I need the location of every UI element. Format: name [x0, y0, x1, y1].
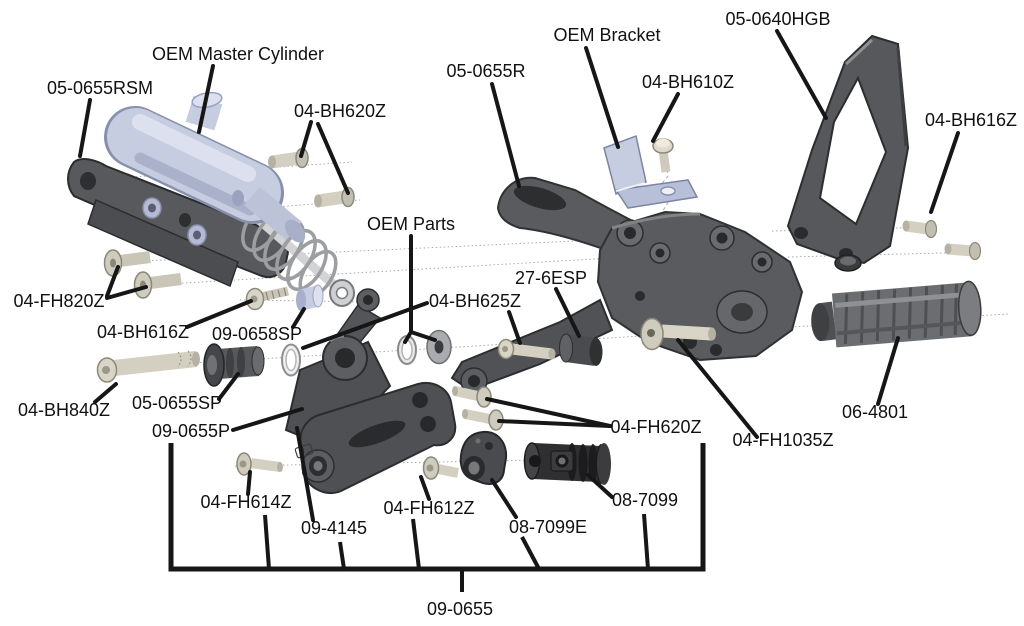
group-bracket-tick: [338, 541, 346, 570]
part-label-bh616z-left: 04-BH616Z: [97, 322, 189, 342]
bh620z-bolts: [268, 147, 355, 208]
part-label-bh616z-right: 04-BH616Z: [925, 110, 1017, 130]
fh614z-screw: [236, 452, 283, 476]
leader-line: [291, 307, 306, 329]
part-label-fh612z: 04-FH612Z: [383, 498, 474, 518]
rsm-bracket-part: [67, 158, 290, 288]
leader-line: [490, 82, 521, 188]
fh1035z-bolt: [640, 317, 716, 351]
part-label-esp-spacer: 27-6ESP: [515, 268, 587, 288]
fh612z-screw: [422, 456, 459, 480]
leader-line: [197, 64, 215, 134]
part-label-oem-parts: OEM Parts: [367, 214, 455, 234]
bh840z-bolt: [96, 350, 200, 383]
leader-line: [185, 299, 253, 329]
esp-spacer-part: [559, 333, 603, 366]
leader-line: [485, 397, 612, 428]
group-bracket-tick: [520, 536, 541, 570]
spring-perch-bushing: [296, 284, 324, 311]
bh610z-bolt: [652, 138, 674, 173]
kit-group-bracket: [168, 443, 706, 592]
shift-flange-part: [459, 430, 508, 485]
leader-line: [775, 29, 828, 120]
part-label-rsm-bracket: 05-0655RSM: [47, 78, 153, 98]
part-label-shift-flange: 08-7099E: [509, 517, 587, 537]
leader-line: [246, 470, 252, 496]
part-label-foot-peg: 06-4801: [842, 402, 908, 422]
part-label-fh1035z: 04-FH1035Z: [732, 430, 833, 450]
leader-line: [409, 330, 437, 342]
leader-lines: [78, 29, 960, 522]
leader-line: [316, 122, 350, 195]
toe-peg-part: [523, 442, 611, 485]
bh616z-right-bolts: [902, 219, 982, 261]
part-label-toe-peg: 08-7099: [612, 490, 678, 510]
leader-line: [554, 287, 581, 338]
part-label-sp-spacer: 05-0655SP: [132, 393, 222, 413]
leader-line: [584, 46, 620, 149]
group-bracket-tick: [411, 518, 421, 570]
bh616z-left-screw: [245, 286, 289, 311]
leader-line: [217, 372, 240, 401]
oem-bracket-part: [603, 134, 699, 209]
leader-line: [651, 92, 680, 143]
leader-line: [231, 407, 304, 432]
leader-line: [78, 98, 92, 158]
part-label-brake-pedal: 09-0655P: [152, 421, 230, 441]
part-label-r-bracket: 05-0655R: [446, 61, 525, 81]
group-bracket-tick: [263, 514, 271, 570]
leader-line: [105, 265, 120, 298]
group-bracket-tick: [642, 513, 650, 570]
leader-line: [490, 478, 518, 519]
leader-line: [93, 382, 118, 404]
part-label-spring-perch: 09-0658SP: [212, 324, 302, 344]
leader-line: [299, 120, 313, 158]
leader-line: [301, 301, 429, 350]
part-label-fh820z: 04-FH820Z: [13, 291, 104, 311]
part-labels: OEM Master Cylinder 05-0655RSM 04-BH620Z 05…: [13, 9, 1017, 619]
group-bracket-outline: [168, 443, 706, 572]
leader-line: [105, 285, 148, 300]
part-label-bh620z: 04-BH620Z: [294, 101, 386, 121]
fh620z-bolts: [452, 386, 504, 431]
part-label-fh620z: 04-FH620Z: [610, 417, 701, 437]
leader-line: [676, 338, 759, 439]
part-label-oem-master-cylinder: OEM Master Cylinder: [152, 44, 324, 64]
part-label-bh625z: 04-BH625Z: [429, 291, 521, 311]
sp-spacer-part: [203, 343, 265, 387]
shift-arm-part: [294, 382, 457, 494]
heel-guard-part: [786, 34, 910, 265]
axis-line: [149, 254, 663, 286]
part-label-bh610z: 04-BH610Z: [642, 72, 734, 92]
axis-line: [119, 237, 641, 263]
leader-line: [295, 426, 315, 522]
foot-peg-part: [811, 280, 982, 348]
leader-line: [876, 336, 900, 406]
pivot-ring-washer: [281, 343, 301, 377]
part-label-heel-guard: 05-0640HGB: [725, 9, 830, 29]
main-bracket-part: [450, 176, 804, 395]
leader-line: [929, 131, 960, 214]
bh625z-bolt: [497, 338, 556, 360]
part-label-shift-arm: 09-4145: [301, 518, 367, 538]
leader-line: [497, 419, 612, 428]
jam-ring: [834, 254, 862, 272]
leader-line: [507, 310, 522, 345]
part-label-kit: 09-0655: [427, 599, 493, 619]
part-label-fh614z: 04-FH614Z: [200, 492, 291, 512]
leader-line: [586, 473, 614, 499]
part-label-oem-bracket: OEM Bracket: [553, 25, 660, 45]
leader-line: [419, 475, 431, 501]
part-label-bh840z: 04-BH840Z: [18, 400, 110, 420]
